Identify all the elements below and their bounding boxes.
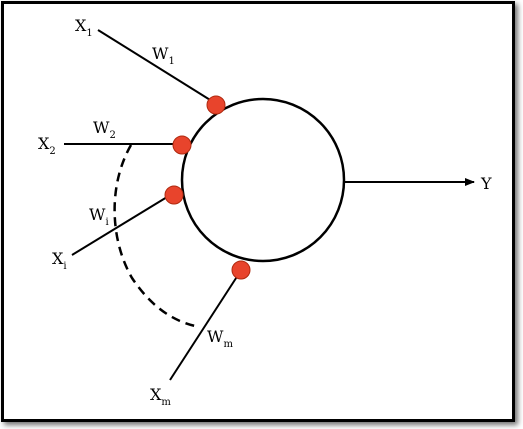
weight-label-m: Wm [207, 327, 233, 350]
weight-label-2: W2 [93, 118, 116, 141]
synapse-m [231, 260, 251, 280]
input-line-m [169, 271, 241, 381]
ellipsis-arc [113, 144, 201, 329]
weight-label-i: Wi [89, 205, 109, 228]
weight-label-1: W1 [152, 44, 175, 67]
input-label-m: Xm [150, 385, 171, 408]
input-line-i [71, 193, 173, 256]
input-label-2: X2 [38, 134, 56, 157]
input-line-1 [97, 29, 216, 104]
output-label: Y [480, 174, 492, 193]
synapse-i [164, 185, 184, 205]
synapse-1 [206, 95, 226, 115]
input-label-i: Xi [52, 249, 67, 272]
input-label-1: X1 [75, 16, 93, 39]
neuron-node [180, 97, 346, 263]
synapse-2 [172, 135, 192, 155]
